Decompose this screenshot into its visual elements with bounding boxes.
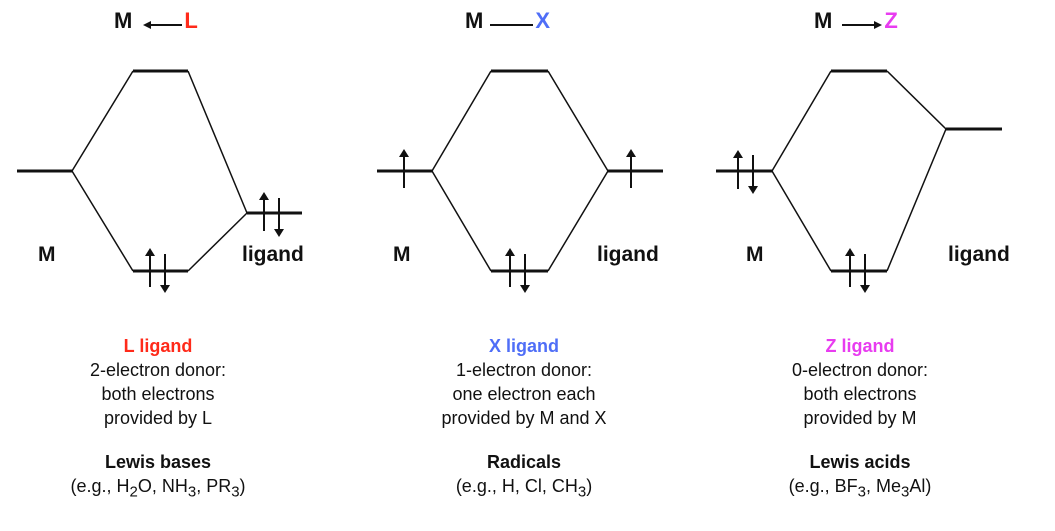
ligand-label: ligand [597, 243, 659, 266]
desc-line: 0-electron donor: [791, 360, 929, 380]
m-label: M [746, 243, 764, 266]
ligand-class: Lewis bases [104, 452, 212, 472]
m-label: M [38, 243, 56, 266]
panel-l-diagram [17, 69, 302, 273]
ligand-symbol-z: Z [884, 8, 898, 33]
ligand-type-name: Z ligand [825, 336, 895, 356]
examples: (e.g., H, Cl, CH3) [455, 476, 593, 501]
panel-z-diagram [716, 69, 1002, 273]
ligand-type-name: L ligand [123, 336, 193, 356]
panel-x-diagram [377, 69, 663, 273]
metal-symbol: M [114, 8, 133, 33]
metal-symbol: M [814, 8, 833, 33]
desc-line: provided by L [103, 408, 213, 428]
ligand-class: Lewis acids [809, 452, 911, 472]
ligand-label: ligand [948, 243, 1010, 266]
l-ligand-description: L ligand 2-electron donor: both electron… [28, 334, 288, 505]
electron-arrows [145, 149, 870, 293]
x-ligand-description: X ligand 1-electron donor: one electron … [394, 334, 654, 505]
examples: (e.g., BF3, Me3Al) [788, 476, 932, 501]
metal-symbol: M [465, 8, 484, 33]
desc-line: provided by M [803, 408, 917, 428]
z-ligand-description: Z ligand 0-electron donor: both electron… [730, 334, 990, 505]
desc-line: provided by M and X [441, 408, 607, 428]
ligand-type-name: X ligand [488, 336, 559, 356]
ligand-symbol-x: X [535, 8, 551, 33]
desc-line: both electrons [803, 384, 917, 404]
desc-line: one electron each [452, 384, 596, 404]
desc-line: both electrons [101, 384, 215, 404]
desc-line: 1-electron donor: [455, 360, 593, 380]
ligand-label: ligand [242, 243, 304, 266]
m-label: M [393, 243, 411, 266]
examples: (e.g., H2O, NH3, PR3) [70, 476, 246, 501]
ligand-symbol-l: L [184, 8, 198, 33]
desc-line: 2-electron donor: [89, 360, 227, 380]
ligand-class: Radicals [486, 452, 562, 472]
